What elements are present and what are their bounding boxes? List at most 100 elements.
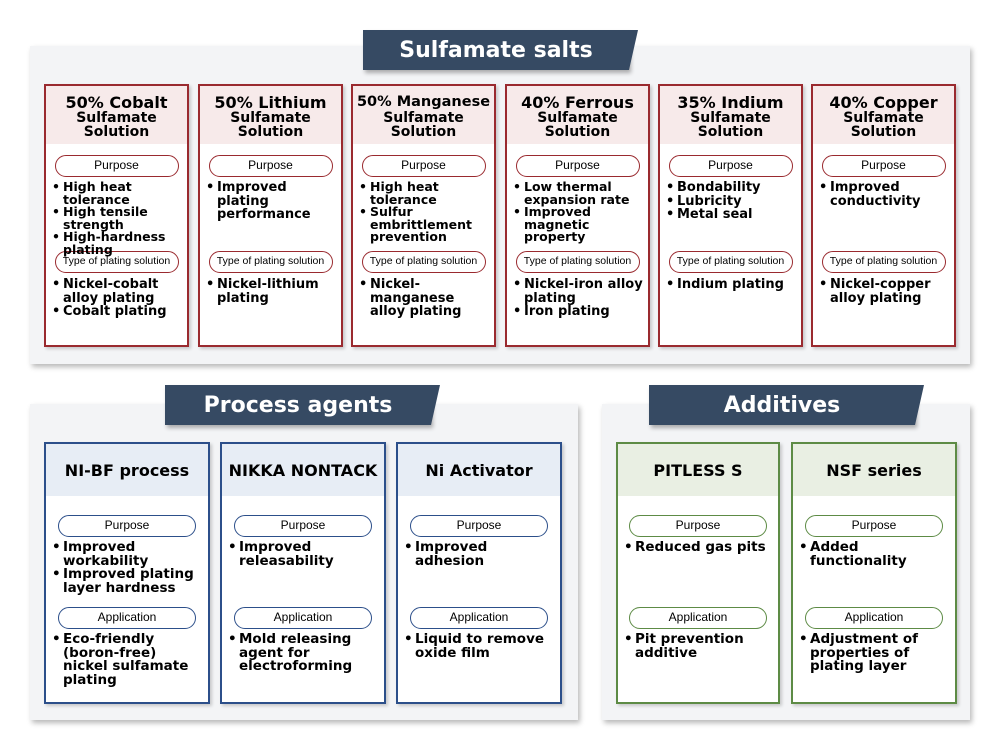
purpose-item: Metal seal	[665, 208, 797, 222]
ni-activator-card: Ni Activator Purpose Improved adhesion A…	[396, 442, 562, 704]
type-list: Nickel-iron alloy plating Iron plating	[507, 278, 648, 319]
purpose-item: High heat tolerance	[358, 180, 490, 206]
purpose-list: Bondability Lubricity Metal seal	[660, 181, 801, 251]
card-subtitle: Sulfamate	[76, 109, 157, 126]
card-subtitle: Sulfamate	[537, 109, 618, 126]
application-item: Eco-friendly (boron-free) nickel sulfama…	[51, 632, 204, 687]
type-item: Nickel-copper alloy plating	[818, 278, 950, 305]
copper-sulfamate-card: 40% Copper Sulfamate Solution Purpose Im…	[811, 84, 956, 347]
application-list: Eco-friendly (boron-free) nickel sulfama…	[46, 632, 208, 687]
purpose-label: Purpose	[515, 155, 640, 177]
card-subtitle: Solution	[390, 123, 457, 140]
card-subtitle: Solution	[83, 123, 150, 140]
purpose-list: Improved plating performance	[200, 181, 341, 251]
purpose-list: Improved conductivity	[813, 181, 954, 251]
card-header: NIKKA NONTACK	[222, 444, 384, 496]
purpose-item: High tensile strength	[51, 205, 183, 231]
purpose-list: Low thermal expansion rate Improved magn…	[507, 180, 648, 251]
application-item: Adjustment of properties of plating laye…	[798, 632, 951, 674]
purpose-label: Purpose	[361, 155, 486, 177]
purpose-list: Improved workability Improved plating la…	[46, 540, 208, 607]
additives-section-title: Additives	[649, 385, 924, 425]
purpose-list: Improved adhesion	[398, 540, 560, 607]
card-title: 40% Ferrous	[521, 92, 634, 112]
type-list: Indium plating	[660, 278, 801, 292]
purpose-item: High heat tolerance	[51, 180, 183, 206]
card-title: 40% Copper	[829, 92, 938, 112]
purpose-label: Purpose	[410, 515, 548, 537]
purpose-list: Improved releasability	[222, 540, 384, 607]
type-list: Nickel-cobalt alloy plating Cobalt plati…	[46, 278, 187, 319]
purpose-label: Purpose	[805, 515, 943, 537]
manganese-sulfamate-card: 50% Manganese Sulfamate Solution Purpose…	[351, 84, 496, 347]
purpose-item: Improved workability	[51, 540, 204, 568]
purpose-label: Purpose	[234, 515, 372, 537]
card-header: 50% Cobalt Sulfamate Solution	[46, 86, 187, 144]
card-subtitle: Solution	[697, 123, 764, 140]
card-title: 50% Lithium	[214, 92, 327, 112]
type-item: Cobalt plating	[51, 305, 183, 319]
card-subtitle: Solution	[850, 123, 917, 140]
type-list: Nickel-copper alloy plating	[813, 278, 954, 305]
type-item: Nickel-iron alloy plating	[512, 278, 644, 305]
cobalt-sulfamate-card: 50% Cobalt Sulfamate Solution Purpose Hi…	[44, 84, 189, 347]
purpose-label: Purpose	[668, 155, 793, 177]
purpose-item: Improved plating layer hardness	[51, 567, 204, 595]
ferrous-sulfamate-card: 40% Ferrous Sulfamate Solution Purpose L…	[505, 84, 650, 347]
purpose-label: Purpose	[54, 155, 179, 177]
type-item: Iron plating	[512, 305, 644, 319]
purpose-item: Improved magnetic property	[512, 205, 644, 244]
application-label: Application	[805, 607, 943, 629]
application-label: Application	[58, 607, 196, 629]
card-title: 50% Cobalt	[65, 92, 168, 112]
card-subtitle: Sulfamate	[230, 109, 311, 126]
application-label: Application	[629, 607, 767, 629]
card-subtitle: Sulfamate	[690, 109, 771, 126]
purpose-list: Reduced gas pits	[618, 540, 778, 607]
purpose-label: Purpose	[208, 155, 333, 177]
application-list: Mold releasing agent for electroforming	[222, 632, 384, 674]
purpose-item: Bondability	[665, 181, 797, 195]
application-item: Liquid to remove oxide film	[403, 632, 556, 660]
type-item: Nickel-cobalt alloy plating	[51, 278, 183, 305]
pitless-s-card: PITLESS S Purpose Reduced gas pits Appli…	[616, 442, 780, 704]
purpose-list: Added functionality	[793, 540, 955, 607]
card-title: 50% Manganese	[356, 93, 491, 110]
purpose-list: High heat tolerance High tensile strengt…	[46, 180, 187, 255]
type-label: Type of plating solution	[208, 251, 333, 273]
card-header: NI-BF process	[46, 444, 208, 496]
application-label: Application	[234, 607, 372, 629]
purpose-item: Low thermal expansion rate	[512, 180, 644, 206]
purpose-label: Purpose	[821, 155, 946, 177]
type-label: Type of plating solution	[54, 251, 179, 273]
card-subtitle: Solution	[544, 123, 611, 140]
card-header: PITLESS S	[618, 444, 778, 496]
purpose-item: Added functionality	[798, 540, 951, 568]
application-list: Liquid to remove oxide film	[398, 632, 560, 660]
process-agents-section-title: Process agents	[165, 385, 440, 425]
card-subtitle: Sulfamate	[383, 109, 464, 126]
purpose-item: Improved adhesion	[403, 540, 556, 568]
type-label: Type of plating solution	[668, 251, 793, 273]
application-list: Pit prevention additive	[618, 632, 778, 660]
type-item: Indium plating	[665, 278, 797, 292]
purpose-item: Reduced gas pits	[623, 540, 774, 555]
type-item: Nickel-manganese alloy plating	[358, 278, 490, 319]
card-header: 40% Ferrous Sulfamate Solution	[507, 86, 648, 144]
purpose-label: Purpose	[629, 515, 767, 537]
sulfamate-section-title: Sulfamate salts	[363, 30, 638, 70]
indium-sulfamate-card: 35% Indium Sulfamate Solution Purpose Bo…	[658, 84, 803, 347]
lithium-sulfamate-card: 50% Lithium Sulfamate Solution Purpose I…	[198, 84, 343, 347]
type-label: Type of plating solution	[361, 251, 486, 273]
purpose-item: High-hardness plating	[51, 230, 183, 256]
purpose-item: Improved plating performance	[205, 181, 337, 222]
type-list: Nickel-manganese alloy plating	[353, 278, 494, 319]
card-title: 35% Indium	[677, 92, 784, 112]
card-header: 50% Lithium Sulfamate Solution	[200, 86, 341, 144]
card-header: 35% Indium Sulfamate Solution	[660, 86, 801, 144]
type-label: Type of plating solution	[515, 251, 640, 273]
card-subtitle: Solution	[237, 123, 304, 140]
purpose-label: Purpose	[58, 515, 196, 537]
application-label: Application	[410, 607, 548, 629]
ni-bf-process-card: NI-BF process Purpose Improved workabili…	[44, 442, 210, 704]
